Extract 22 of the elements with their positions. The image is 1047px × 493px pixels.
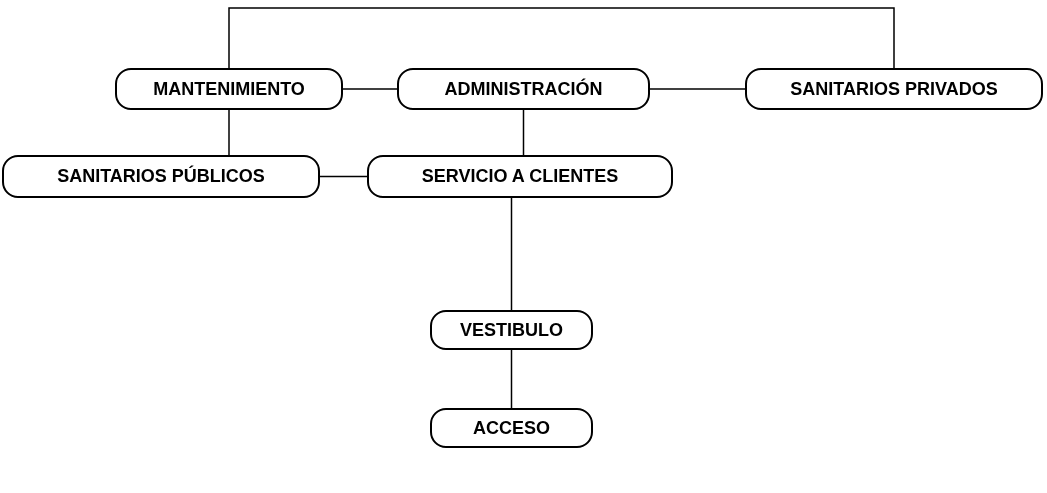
connector-line	[522, 109, 525, 156]
box-label: VESTIBULO	[460, 319, 563, 341]
box-label: SANITARIOS PRIVADOS	[790, 78, 998, 100]
rounded-box	[397, 68, 650, 110]
box-label: ADMINISTRACIÓN	[444, 78, 603, 100]
connector-line	[342, 88, 398, 90]
connector-line	[228, 7, 895, 69]
connector-line	[319, 175, 368, 178]
box-label: ACCESO	[473, 417, 550, 439]
rounded-box	[2, 155, 320, 198]
connector-line	[510, 197, 513, 311]
rounded-box	[430, 310, 593, 350]
rounded-box	[367, 155, 673, 198]
connector-line	[228, 109, 230, 156]
rounded-box	[115, 68, 343, 110]
connector-line	[510, 349, 513, 409]
box-label: SANITARIOS PÚBLICOS	[57, 166, 265, 187]
box-label: MANTENIMIENTO	[153, 78, 305, 100]
rounded-box	[430, 408, 593, 448]
box-label: SERVICIO A CLIENTES	[421, 166, 619, 187]
connector-line	[649, 88, 746, 90]
rounded-box	[745, 68, 1043, 110]
